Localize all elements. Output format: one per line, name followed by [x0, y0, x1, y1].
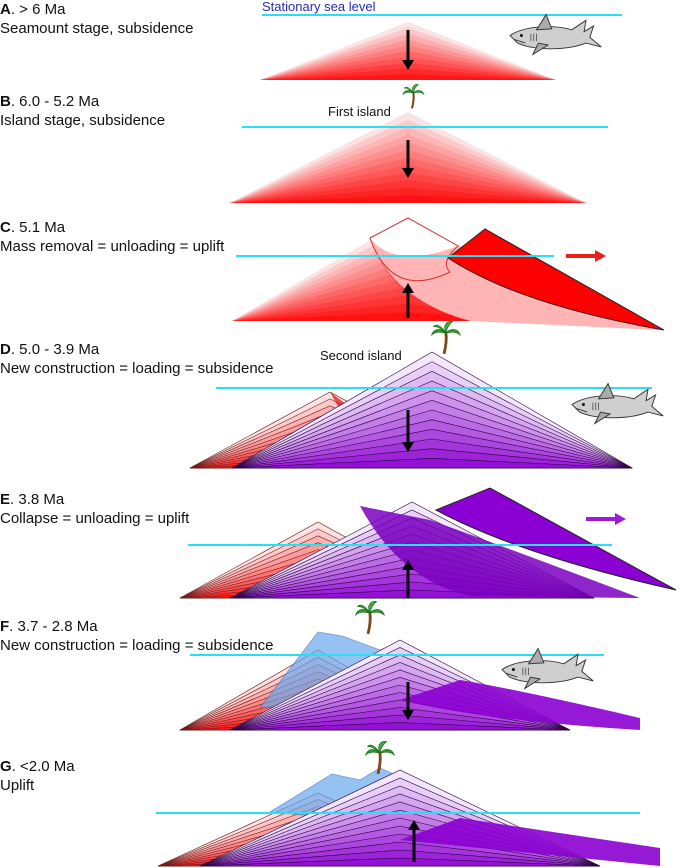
new-volcano-d-layer: [231, 458, 633, 469]
stage-d-caption: New construction = loading = subsidence: [0, 360, 274, 377]
stage-g-title: G. <2.0 Ma Uplift: [0, 757, 75, 795]
stage-b-letter: B: [0, 93, 11, 110]
slide-arrow-c: [566, 250, 606, 262]
new-volcano-d: [230, 351, 634, 469]
sea-level-label: Stationary sea level: [262, 0, 376, 14]
stage-f-age: . 3.7 - 2.8 Ma: [9, 618, 98, 635]
motion-arrow-f: [402, 682, 414, 720]
motion-arrow-g-head: [408, 820, 420, 830]
collapse-scar-e: [360, 506, 640, 598]
stage-b-caption: Island stage, subsidence: [0, 112, 166, 129]
motion-arrow-e-head: [402, 560, 414, 570]
palm-tree-icon-b: [401, 83, 425, 110]
new-volcano-g-layer: [199, 857, 601, 867]
motion-arrow-c: [402, 283, 414, 318]
palm-tree-icon-d: [430, 320, 462, 356]
stage-a-letter: A: [0, 1, 11, 18]
motion-arrow-e: [402, 560, 414, 598]
motion-arrow-a: [402, 30, 414, 70]
motion-arrow-b: [402, 140, 414, 178]
stage-a-age: . > 6 Ma: [10, 1, 66, 18]
motion-arrow-c-head: [402, 283, 414, 293]
first-island-label: First island: [328, 104, 391, 119]
stage-f-caption: New construction = loading = subsidence: [0, 637, 274, 654]
stage-c-title: C. 5.1 Ma Mass removal = unloading = upli…: [0, 218, 224, 256]
second-island-label: Second island: [320, 348, 402, 363]
slide-arrow-e-head: [615, 513, 626, 525]
stage-e-caption: Collapse = unloading = uplift: [0, 510, 190, 527]
stage-b-age: . 6.0 - 5.2 Ma: [10, 93, 100, 110]
seamount-b-layer: [230, 187, 586, 203]
stage-d-title: D. 5.0 - 3.9 Ma New construction = loadin…: [0, 340, 274, 378]
stage-e-age: . 3.8 Ma: [10, 491, 65, 508]
motion-arrow-f-head: [402, 710, 414, 720]
seamount-b-layer: [230, 195, 586, 203]
stage-e-title: E. 3.8 Ma Collapse = unloading = uplift: [0, 490, 189, 528]
stage-c-caption: Mass removal = unloading = uplift: [0, 238, 225, 255]
slide-arrow-e: [586, 513, 626, 525]
debris-apron-g: [400, 818, 660, 866]
slide-block-e: [434, 487, 677, 591]
slide-block-c: [447, 228, 665, 331]
motion-arrow-d: [402, 410, 414, 452]
motion-arrow-b-head: [402, 168, 414, 178]
stage-f-letter: F: [0, 618, 10, 635]
shark-icon-d: [571, 383, 664, 424]
motion-arrow-g: [408, 820, 420, 862]
motion-arrow-a-head: [402, 60, 414, 70]
stage-c-age: . 5.1 Ma: [10, 219, 66, 236]
stage-g-age: . <2.0 Ma: [11, 758, 75, 775]
stage-c-letter: C: [0, 219, 11, 236]
slide-arrow-c-head: [595, 250, 606, 262]
shark-icon-a: [509, 14, 602, 55]
new-volcano-f-layer: [229, 722, 571, 731]
stage-e-letter: E: [0, 491, 11, 508]
palm-tree-icon-g: [364, 740, 396, 776]
debris-apron-f: [400, 680, 640, 730]
stage-d-letter: D: [0, 341, 11, 358]
stage-d-age: . 5.0 - 3.9 Ma: [10, 341, 100, 358]
stage-f-title: F. 3.7 - 2.8 Ma New construction = loadin…: [0, 617, 274, 655]
collapse-scar-c: [369, 217, 459, 282]
stage-g-caption: Uplift: [0, 777, 35, 794]
seamount-a-layer: [260, 74, 556, 80]
palm-tree-icon-f: [354, 600, 386, 636]
stage-g-letter: G: [0, 758, 12, 775]
stage-a-caption: Seamount stage, subsidence: [0, 20, 194, 37]
motion-arrow-d-head: [402, 442, 414, 452]
stage-a-title: A. > 6 Ma Seamount stage, subsidence: [0, 0, 193, 38]
stage-b-title: B. 6.0 - 5.2 Ma Island stage, subsidence: [0, 92, 165, 130]
